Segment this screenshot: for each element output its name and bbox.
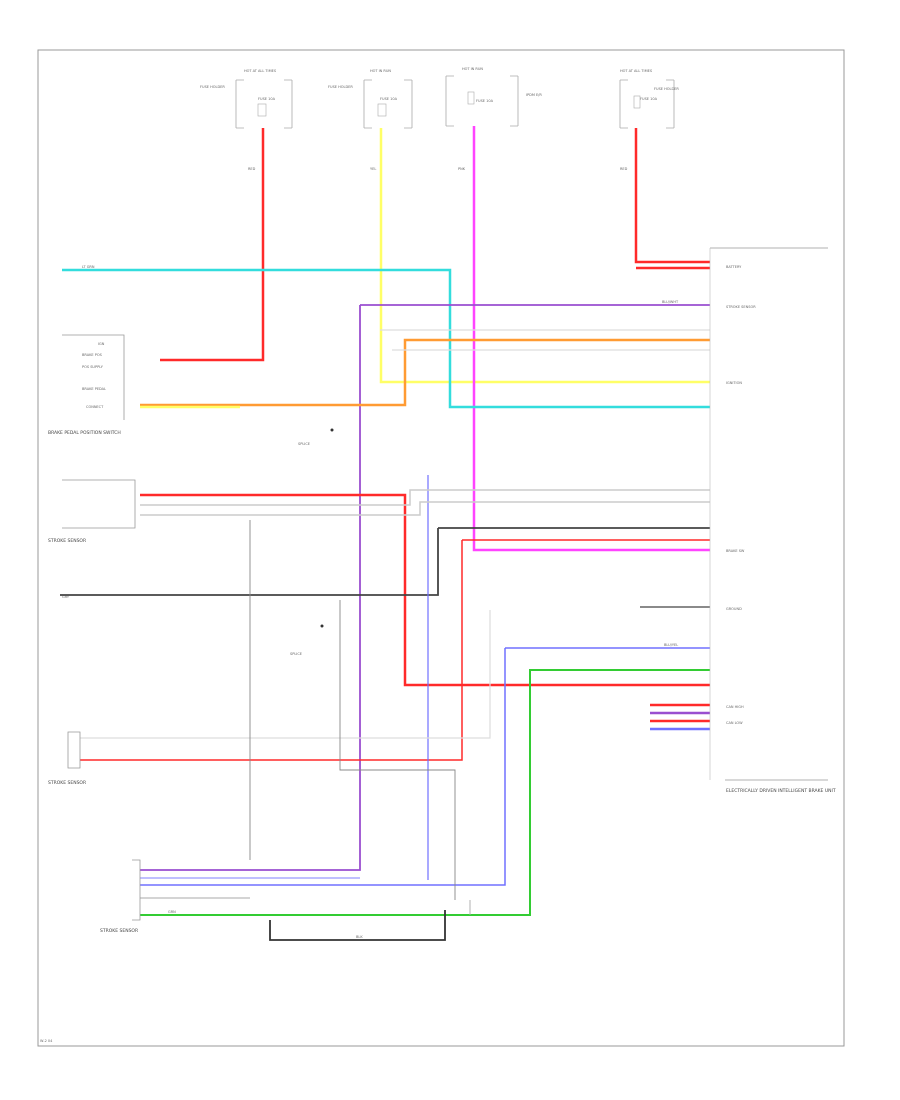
- wire-gray-2: [140, 501, 710, 516]
- fuse-1-title: HOT AT ALL TIMES: [244, 69, 277, 73]
- wire-yellow-fuse2: [379, 128, 710, 384]
- svg-text:IGN: IGN: [98, 342, 105, 346]
- wire-gray-3: [380, 329, 710, 351]
- wire-blue: [140, 647, 710, 886]
- wire-red-lower: [80, 539, 710, 761]
- tag-bluyel: BLU/YEL: [664, 643, 678, 647]
- fuse-2-box: FUSE HOLDER: [328, 85, 353, 89]
- fuse-block-4: HOT AT ALL TIMES FUSE HOLDER FUSE 10A: [619, 69, 679, 129]
- fuse-1-box: FUSE HOLDER: [200, 85, 225, 89]
- tag-ltgrn: LT GRN: [82, 265, 95, 269]
- fuse-1-label: FUSE 10A: [258, 97, 276, 101]
- abs-unit: ELECTRICALLY DRIVEN INTELLIGENT BRAKE UN…: [709, 247, 836, 794]
- svg-text:BRAKE POS: BRAKE POS: [82, 353, 103, 357]
- wire-red-fuse1: [160, 128, 265, 362]
- wire-gray-4: [80, 610, 491, 739]
- stroke-sensor-label: STROKE SENSOR: [48, 780, 86, 786]
- tag-red-1: RED: [248, 167, 256, 171]
- fuse-block-2: HOT IN RUN FUSE HOLDER FUSE 10A: [328, 69, 413, 129]
- splice-2: SPLICE: [290, 624, 324, 656]
- diagram-frame: [37, 49, 845, 1047]
- wire-red-fuse4: [634, 128, 710, 270]
- tag-grn: GRN: [168, 910, 176, 914]
- stroke-sensor-2-label: STROKE SENSOR: [100, 928, 138, 934]
- fuse-4-title: HOT AT ALL TIMES: [620, 69, 653, 73]
- tag-blk: BLK: [356, 935, 363, 939]
- wire-green: [140, 669, 710, 916]
- wire-gray-1: [140, 489, 710, 506]
- fuse-2-title: HOT IN RUN: [370, 69, 391, 73]
- abs-pin-can-h: CAN HIGH: [726, 705, 744, 709]
- svg-text:POS SUPPLY: POS SUPPLY: [82, 365, 104, 369]
- svg-text:BRAKE PEDAL: BRAKE PEDAL: [82, 387, 106, 391]
- brake-switch-connector: IGN BRAKE POS POS SUPPLY BRAKE PEDAL CON…: [48, 334, 125, 436]
- abs-pin-ground: GROUND: [726, 607, 742, 611]
- abs-pin-can-l: CAN LOW: [726, 721, 743, 725]
- splice-2-label: SPLICE: [290, 652, 302, 656]
- abs-pin-battery: BATTERY: [726, 265, 742, 269]
- abs-pin-labels: BATTERY STROKE SENSOR IGNITION BRAKE SW …: [726, 265, 756, 725]
- pressure-sensor-connector: STROKE SENSOR: [48, 479, 136, 544]
- fuse-4-box: FUSE HOLDER: [654, 87, 679, 91]
- splice-1: SPLICE: [298, 428, 334, 446]
- wire-red-mid: [140, 493, 710, 687]
- wire-black: [60, 527, 710, 596]
- stroke-sensor-connector: STROKE SENSOR: [48, 731, 86, 786]
- wire-orange: [140, 338, 710, 407]
- brake-switch-label: BRAKE PEDAL POSITION SWITCH: [48, 430, 121, 436]
- fuse-3-box: IPDM E/R: [526, 93, 542, 97]
- tag-bluwht: BLU/WHT: [662, 300, 679, 304]
- splice-1-label: SPLICE: [298, 442, 310, 446]
- abs-pin-brake: BRAKE SW: [726, 549, 745, 553]
- svg-text:CONNECT: CONNECT: [86, 405, 104, 409]
- tag-gry: GRY: [62, 595, 70, 599]
- abs-unit-label: ELECTRICALLY DRIVEN INTELLIGENT BRAKE UN…: [726, 788, 836, 794]
- wire-magenta-fuse3: [472, 126, 710, 552]
- fuse-2-label: FUSE 10A: [380, 97, 398, 101]
- wire-gray-5: [249, 520, 456, 900]
- stroke-sensor-2-connector: STROKE SENSOR: [100, 859, 141, 934]
- footer-code: W-2 04: [40, 1039, 53, 1043]
- wire-gray-6: [140, 897, 471, 915]
- fuse-block-3: HOT IN RUN IPDM E/R FUSE 10A: [445, 67, 542, 127]
- wire-tags: RED YEL PNK RED LT GRN BLU/WHT BLU/YEL G…: [62, 167, 679, 939]
- abs-pin-ign: IGNITION: [726, 381, 742, 385]
- pressure-sensor-label: STROKE SENSOR: [48, 538, 86, 544]
- tag-pink-1: PNK: [458, 167, 466, 171]
- tag-red-2: RED: [620, 167, 628, 171]
- wire-ground: [269, 910, 446, 941]
- fuse-4-label: FUSE 10A: [640, 97, 658, 101]
- abs-pin-stroke: STROKE SENSOR: [726, 305, 756, 309]
- abs-pin-stubs: [640, 606, 710, 731]
- fuse-3-label: FUSE 10A: [476, 99, 494, 103]
- wire-purple: [140, 304, 710, 871]
- tag-yel-1: YEL: [370, 167, 376, 171]
- fuse-3-title: HOT IN RUN: [462, 67, 483, 71]
- wire-cyan: [62, 268, 710, 409]
- fuse-block-1: HOT AT ALL TIMES FUSE HOLDER FUSE 10A: [200, 69, 293, 129]
